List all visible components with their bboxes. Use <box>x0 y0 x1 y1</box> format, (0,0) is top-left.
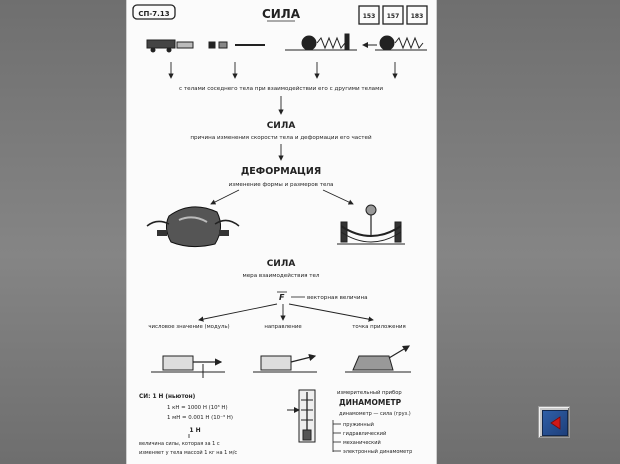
device-type-2: гидравлический <box>343 430 386 437</box>
force2-description: мера взаимодействия тел <box>242 272 319 279</box>
direction-label: направление <box>264 324 302 330</box>
newton-definition-2: изменяет у тела массой 1 кг на 1 м/с <box>139 449 237 456</box>
device-type-1: пружинный <box>343 421 374 428</box>
deformation-heading: ДЕФОРМАЦИЯ <box>241 166 321 177</box>
top-arrows <box>168 62 398 79</box>
device-type-3: механический <box>343 439 381 446</box>
sheet-title: СИЛА <box>262 7 301 21</box>
device-types: динамометр — сила (груз.) <box>339 411 411 417</box>
page-ref-3: 183 <box>411 13 424 20</box>
vector-description: векторная величина <box>307 295 368 301</box>
dynamometer-drawing <box>287 389 316 443</box>
one-newton-label: 1 Н <box>189 427 200 434</box>
vector-arrows <box>198 303 374 322</box>
back-arrow-icon <box>542 410 568 436</box>
interaction-line: с телами соседнего тела при взаимодейств… <box>179 85 383 92</box>
bent-beam-illustration <box>337 204 405 245</box>
direction-figure <box>253 353 317 373</box>
newton-definition-1: величина силы, которая за 1 с <box>139 441 220 447</box>
page-refs: 153 157 183 <box>358 5 428 25</box>
interaction-illustrations <box>146 33 427 53</box>
magnitude-label: числовое значение (модуль) <box>148 324 229 330</box>
units-title: СИ: 1 Н (ньютон) <box>139 394 196 400</box>
sheet-code: СП-7.13 <box>138 10 169 18</box>
worksheet: СП-7.13 СИЛА 153 157 183 <box>126 0 437 464</box>
worksheet-diagram: СП-7.13 СИЛА 153 157 183 <box>132 4 428 456</box>
magnitude-figure <box>151 355 225 378</box>
application-point-label: точка приложения <box>352 324 406 330</box>
vector-symbol: F <box>279 293 285 302</box>
units-milli: 1 мН = 0.001 Н (10⁻³ Н) <box>167 414 233 421</box>
force2-heading: СИЛА <box>267 259 296 269</box>
device-type-4: электронный динамометр <box>343 448 412 455</box>
code-badge <box>132 4 176 20</box>
application-point-figure <box>345 345 411 373</box>
device-branches <box>332 420 341 452</box>
device-title: измерительный прибор <box>337 389 402 396</box>
squeezed-ball-illustration <box>146 206 240 248</box>
force-description: причина изменения скорости тела и деформ… <box>190 134 372 141</box>
units-kilo: 1 кН = 1000 Н (10³ Н) <box>167 404 228 411</box>
deformation-description: изменение формы и размеров тела <box>229 182 334 188</box>
force-heading: СИЛА <box>267 121 296 131</box>
device-name: ДИНАМОМЕТР <box>339 398 402 407</box>
page-ref-1: 153 <box>363 13 376 20</box>
page-ref-2: 157 <box>387 13 400 20</box>
back-button[interactable] <box>538 406 570 438</box>
